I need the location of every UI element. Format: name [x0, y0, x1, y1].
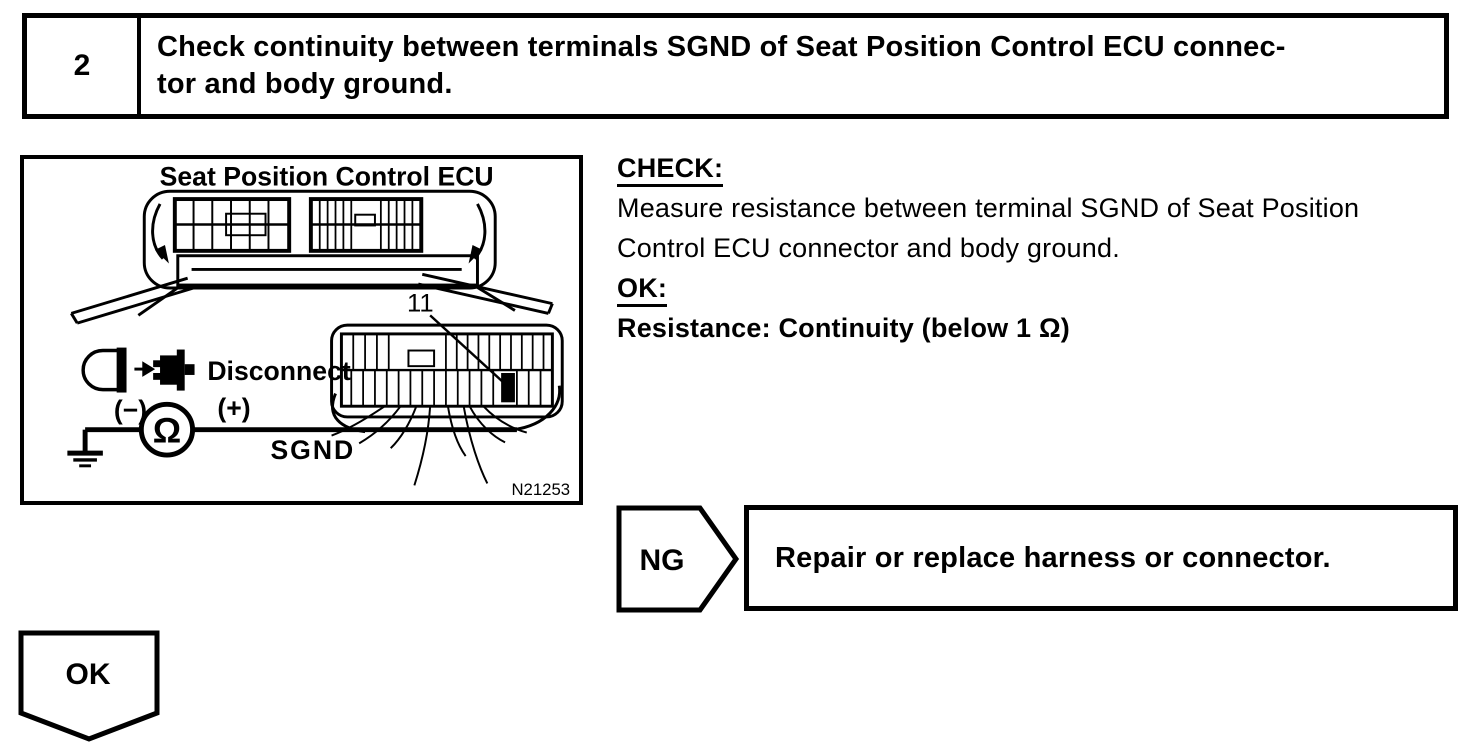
ng-arrow: NG [616, 505, 740, 613]
ohm-symbol: Ω [153, 412, 181, 451]
ng-label: NG [640, 544, 685, 577]
figure-number: N21253 [511, 480, 570, 499]
ohmmeter-icon: Ω [85, 401, 517, 458]
check-text-line2: Control ECU connector and body ground. [617, 233, 1120, 263]
figure-title: Seat Position Control ECU [160, 161, 494, 191]
disconnect-label: Disconnect [207, 356, 351, 386]
check-block: CHECK: Measure resistance between termin… [617, 148, 1469, 348]
ng-action-box: Repair or replace harness or connector. [744, 505, 1458, 611]
arrow-down-left-icon [151, 203, 169, 264]
ng-action-text: Repair or replace harness or connector. [775, 541, 1331, 574]
check-text-line1: Measure resistance between terminal SGND… [617, 193, 1360, 223]
disconnect-icon [81, 347, 195, 393]
step-title: Check continuity between terminals SGND … [141, 18, 1444, 114]
step-title-line1: Check continuity between terminals SGND … [157, 31, 1286, 63]
ok-spec-text: Resistance: Continuity (below 1 Ω) [617, 313, 1070, 343]
ecu-illustration [70, 189, 554, 325]
ok-heading: OK: [617, 272, 668, 307]
step-header: 2 Check continuity between terminals SGN… [22, 13, 1449, 119]
minus-probe-label: (−) [114, 395, 147, 425]
ok-arrow: OK [18, 630, 160, 742]
arrow-down-right-icon [468, 203, 487, 264]
figure-box: Seat Position Control ECU [20, 155, 583, 505]
step-title-line2: tor and body ground. [157, 68, 453, 100]
terminal-sgnd-pin [501, 372, 515, 403]
ground-icon [67, 429, 103, 468]
plus-probe-label: (+) [217, 393, 250, 423]
wiring-diagram: Seat Position Control ECU [67, 161, 570, 499]
connector-illustration: 11 [330, 290, 564, 486]
ok-label: OK [66, 658, 111, 691]
step-number: 2 [27, 18, 141, 114]
wire-label-sgnd: SGND [270, 435, 355, 465]
check-heading: CHECK: [617, 152, 724, 187]
terminal-number-label: 11 [407, 290, 434, 318]
